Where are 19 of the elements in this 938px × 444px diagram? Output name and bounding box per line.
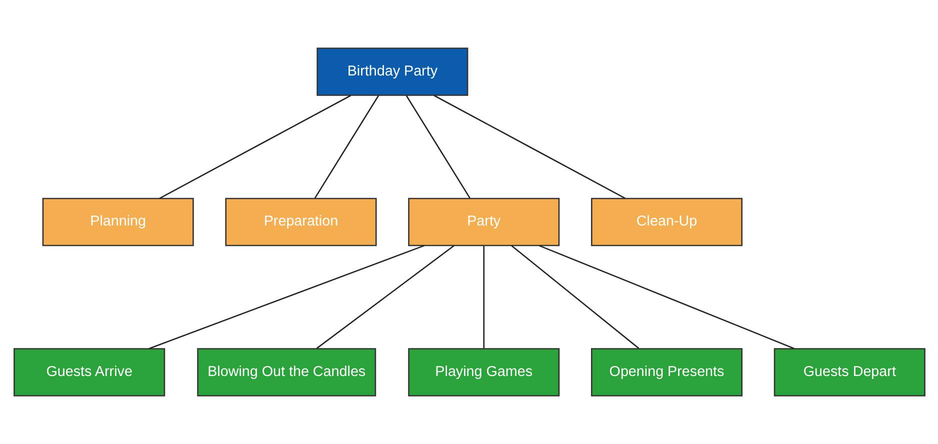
node-box: Planning <box>42 198 194 246</box>
connector <box>316 245 454 349</box>
connector <box>510 245 639 349</box>
connector <box>482 246 484 348</box>
node-box: Opening Presents <box>590 348 742 396</box>
connector <box>405 95 470 198</box>
connector <box>433 94 625 199</box>
node-box: Party <box>408 198 560 246</box>
node-box: Guests Depart <box>773 348 925 396</box>
node-box: Birthday Party <box>316 48 468 96</box>
node-box: Clean-Up <box>590 198 742 246</box>
connector <box>538 244 794 350</box>
node-box: Preparation <box>224 198 376 246</box>
connector <box>314 95 379 198</box>
connector <box>148 244 424 350</box>
node-box: Blowing Out the Candles <box>196 348 376 396</box>
node-box: Playing Games <box>408 348 560 396</box>
node-box: Guests Arrive <box>13 348 165 396</box>
connector <box>158 94 351 199</box>
